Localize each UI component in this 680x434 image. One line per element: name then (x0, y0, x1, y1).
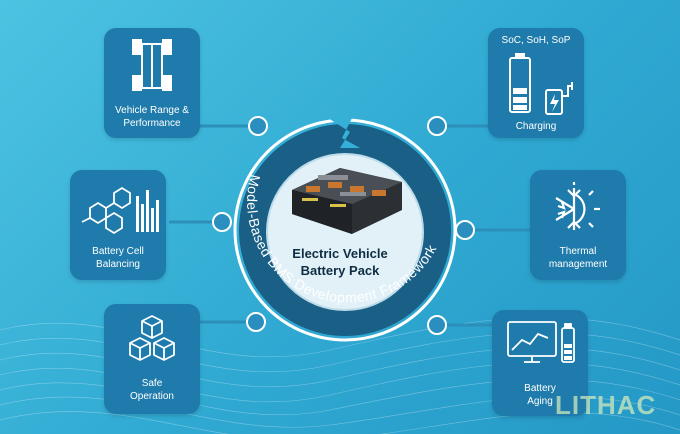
cubes-icon (129, 315, 175, 361)
battery-pack-icon (292, 168, 402, 234)
card-label-line1: Battery Cell (92, 246, 144, 257)
ring-notch (328, 118, 360, 148)
card-label-line1: Safe (141, 378, 163, 389)
card-aging: Battery Aging (492, 310, 588, 416)
card-label-line1: Battery (524, 383, 556, 394)
card-thermal: Thermal management (530, 170, 626, 280)
center-label: Electric Vehicle Battery Pack (265, 245, 415, 279)
card-label: Charging (515, 121, 557, 132)
card-charging: SoC, SoH, SoP Charging (488, 28, 584, 138)
card-cell-balancing: Battery Cell Balancing (70, 170, 166, 280)
card-label-line2: Aging (527, 396, 553, 407)
card-label-line2: Balancing (96, 259, 140, 270)
card-vehicle-range: Vehicle Range & Performance (104, 28, 200, 138)
hexagon-molecule-icon (81, 186, 159, 235)
card-label-line2: Performance (123, 118, 181, 129)
watermark-logo: LITHAC (555, 390, 657, 420)
card-label-line1: Thermal (559, 246, 597, 257)
card-label-line2: Operation (130, 391, 174, 402)
card-safe-operation: Safe Operation (104, 304, 200, 414)
card-top-label: SoC, SoH, SoP (501, 35, 571, 46)
monitor-graph-icon (507, 321, 575, 363)
card-label-line2: management (548, 259, 608, 270)
center-label-line2: Battery Pack (300, 263, 380, 278)
chassis-icon (132, 39, 172, 91)
connector-dots (212, 116, 475, 335)
battery-charger-icon (509, 53, 573, 115)
center-label-line1: Electric Vehicle (292, 246, 388, 261)
snowflake-sun-icon (555, 182, 600, 230)
card-label-line1: Vehicle Range & (115, 105, 189, 116)
